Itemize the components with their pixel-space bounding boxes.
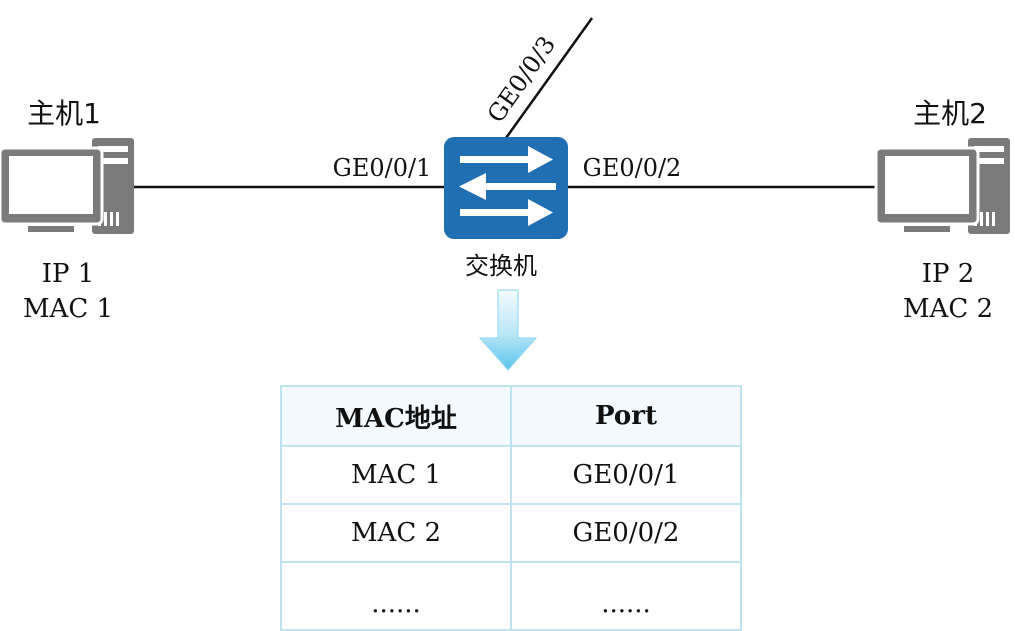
- host1-title: 主机1: [27, 97, 101, 130]
- host2-ip: IP 2: [922, 259, 975, 289]
- table-header-row: MAC地址 Port: [280, 385, 742, 447]
- table-row: ...... ......: [280, 561, 742, 631]
- header-port: Port: [510, 385, 742, 447]
- host2-mac: MAC 2: [903, 294, 993, 324]
- mac-address-table: MAC地址 Port MAC 1 GE0/0/1 MAC 2 GE0/0/2 .…: [280, 385, 742, 631]
- switch-icon: [444, 137, 568, 239]
- host1-mac: MAC 1: [23, 294, 113, 324]
- cell-mac: MAC 2: [280, 503, 512, 563]
- cell-port: ......: [510, 561, 742, 631]
- host1-computer-icon: [0, 138, 134, 234]
- down-arrow-icon: [478, 289, 538, 371]
- port-label-ge001: GE0/0/1: [333, 154, 432, 182]
- host2-computer-icon: [874, 138, 1010, 234]
- host1-ip: IP 1: [42, 259, 95, 289]
- header-mac-address: MAC地址: [280, 385, 512, 447]
- cell-port: GE0/0/2: [510, 503, 742, 563]
- switch-label: 交换机: [465, 252, 537, 280]
- host2-title: 主机2: [913, 97, 987, 130]
- link-switch-ge003: [504, 17, 594, 139]
- network-diagram: 主机1 IP 1 MAC 1 主机2 IP 2 MAC 2 GE0/0/1 GE…: [0, 17, 1010, 371]
- port-label-ge002: GE0/0/2: [583, 154, 682, 182]
- cell-mac: ......: [280, 561, 512, 631]
- cell-mac: MAC 1: [280, 445, 512, 505]
- cell-port: GE0/0/1: [510, 445, 742, 505]
- table-row: MAC 1 GE0/0/1: [280, 445, 742, 505]
- table-row: MAC 2 GE0/0/2: [280, 503, 742, 563]
